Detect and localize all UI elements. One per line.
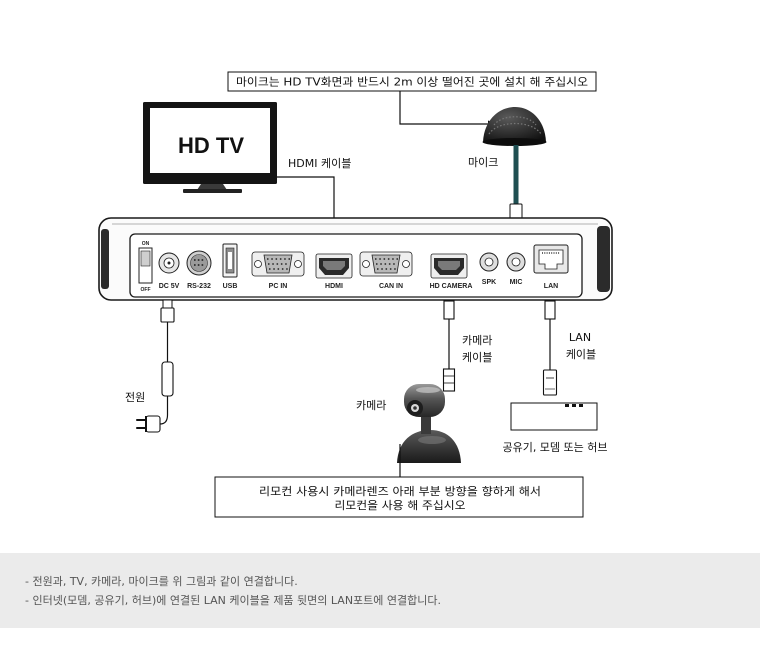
- mic-placement-callout-box: [227, 71, 597, 92]
- camera-neck: [421, 414, 431, 434]
- microphone-cable: [513, 145, 519, 205]
- speaker-port-label: SPK: [482, 279, 496, 286]
- remote-usage-callout-box: [214, 476, 584, 518]
- hdmi-port-tongue: [323, 261, 345, 270]
- remote-usage-text-line1: 리모컨 사용시 카메라렌즈 아래 부분 방향을 향하게 해서: [259, 484, 541, 498]
- camera-icon: [397, 384, 461, 463]
- pc-in-port-screw: [294, 260, 302, 268]
- hdmi-cable-label: HDMI 케이블: [288, 157, 351, 170]
- speaker-port-socket: [484, 257, 494, 267]
- rs232-port-label: RS-232: [187, 283, 211, 290]
- camera-cable-connector-top: [443, 300, 455, 320]
- power-cable-ferrite: [161, 361, 174, 397]
- usb-port-tongue: [228, 252, 232, 269]
- rs232-port: RS-232: [186, 250, 212, 290]
- lan-cable-label-line2: 케이블: [566, 348, 596, 361]
- instruction-line: - 인터넷(모뎀, 공유기, 허브)에 연결된 LAN 케이블을 제품 뒷면의 …: [25, 594, 441, 607]
- power-cable-connector: [160, 307, 175, 323]
- pc-in-port: PC IN: [251, 251, 305, 290]
- camera-cable: [442, 300, 456, 392]
- rj45-plug: [542, 369, 558, 396]
- camera-base-highlight: [418, 436, 446, 444]
- can-in-port-screw: [402, 260, 410, 268]
- dc-port-label: DC 5V: [159, 283, 180, 290]
- mic-callout-leader-line: [399, 91, 496, 128]
- lan-cable-label-line1: LAN: [569, 331, 591, 344]
- lan-port-socket: [538, 249, 564, 270]
- microphone-grille: [488, 123, 542, 135]
- remote-usage-callout: 리모컨 사용시 카메라렌즈 아래 부분 방향을 향하게 해서 리모컨을 사용 해…: [214, 476, 584, 518]
- usb-port-label: USB: [223, 283, 238, 290]
- hd-camera-port: HD CAMERA: [430, 253, 473, 290]
- usb-port: USB: [222, 243, 238, 290]
- microphone-icon: [482, 107, 547, 250]
- camera-base: [397, 430, 461, 463]
- power-plug-body: [145, 415, 161, 433]
- lan-cable: [542, 300, 558, 396]
- can-in-port-label: CAN IN: [379, 283, 403, 290]
- hd-tv-icon: HD TV: [143, 102, 277, 193]
- device-left-grip: [101, 229, 109, 289]
- device-right-grip: [597, 226, 610, 292]
- camera-label: 카메라: [356, 399, 386, 412]
- can-in-port-screw: [362, 260, 370, 268]
- power-switch: ON OFF: [138, 241, 153, 293]
- camera-cable-connector-bottom: [442, 368, 456, 392]
- router-label: 공유기, 모뎀 또는 허브: [502, 441, 607, 454]
- hdmi-cable-line: [277, 176, 335, 226]
- power-cable-tip: [162, 299, 173, 309]
- pc-in-port-label: PC IN: [269, 283, 288, 290]
- tv-stand-base: [183, 189, 242, 193]
- router-led: [572, 404, 576, 407]
- router-icon: [510, 402, 598, 431]
- lan-cable-connector-top: [544, 300, 556, 320]
- power-label: 전원: [125, 391, 145, 404]
- router-box: [510, 402, 598, 431]
- router-led: [579, 404, 583, 407]
- instruction-line: - 전원과, TV, 카메라, 마이크를 위 그림과 같이 연결합니다.: [25, 575, 298, 588]
- camera-lens-center: [413, 406, 417, 410]
- instructions-panel: - 전원과, TV, 카메라, 마이크를 위 그림과 같이 연결합니다. - 인…: [0, 553, 760, 628]
- power-switch-on-label: ON: [142, 241, 150, 247]
- mic-port-socket: [511, 257, 521, 267]
- hdmi-port-label: HDMI: [325, 283, 343, 290]
- can-in-port: CAN IN: [359, 251, 413, 290]
- dc-5v-port: DC 5V: [158, 252, 180, 290]
- power-plug-icon: [136, 415, 161, 433]
- microphone-label: 마이크: [468, 156, 498, 169]
- microphone-grille: [493, 116, 537, 126]
- device-rear-panel: ON OFF DC 5V RS-232 USB: [98, 217, 613, 301]
- microphone-dome: [483, 107, 546, 142]
- mic-placement-callout: 마이크는 HD TV화면과 반드시 2m 이상 떨어진 곳에 설치 해 주십시오: [227, 71, 597, 92]
- power-cable: [136, 299, 175, 433]
- camera-cable-label-line1: 카메라: [462, 334, 492, 347]
- hd-camera-port-tongue: [438, 261, 460, 270]
- mic-port: MIC: [506, 252, 526, 286]
- port-panel: [129, 233, 583, 298]
- dc-port-pin: [167, 261, 171, 265]
- pc-in-port-screw: [254, 260, 262, 268]
- mic-placement-text: 마이크는 HD TV화면과 반드시 2m 이상 떨어진 곳에 설치 해 주십시오: [236, 75, 588, 89]
- router-led: [565, 404, 569, 407]
- tv-screen-text: HD TV: [178, 133, 244, 158]
- camera-head-highlight: [416, 387, 440, 393]
- hd-camera-port-label: HD CAMERA: [430, 283, 473, 290]
- power-switch-rocker: [140, 250, 151, 267]
- microphone-base: [482, 138, 547, 146]
- tv-stand-neck: [197, 184, 227, 190]
- lan-port: LAN: [533, 244, 569, 290]
- camera-cable-label-line2: 케이블: [462, 351, 492, 364]
- rs232-port-face: [190, 254, 208, 272]
- power-switch-off-label: OFF: [141, 287, 151, 293]
- speaker-port: SPK: [479, 252, 499, 286]
- mic-port-label: MIC: [510, 279, 523, 286]
- hdmi-port: HDMI: [315, 253, 353, 290]
- connection-diagram: 마이크는 HD TV화면과 반드시 2m 이상 떨어진 곳에 설치 해 주십시오…: [98, 71, 613, 518]
- remote-usage-text-line2: 리모컨을 사용 해 주십시오: [335, 498, 466, 512]
- power-cable-cord: [159, 396, 169, 425]
- lan-port-label: LAN: [544, 283, 558, 290]
- tv-screen: [150, 108, 270, 173]
